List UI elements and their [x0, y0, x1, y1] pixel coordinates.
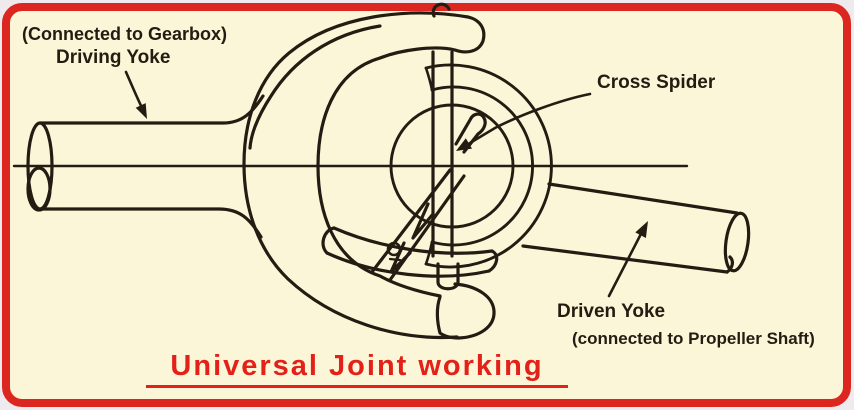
label-driving-yoke: Driving Yoke: [56, 47, 171, 68]
cross-spider-arrow: [456, 92, 592, 151]
driven-yoke-arrow: [607, 221, 648, 298]
driven-yoke: [389, 63, 751, 274]
label-driven-yoke: Driven Yoke: [557, 301, 666, 322]
driving-yoke: [242, 2, 496, 340]
label-connected-to-propeller-shaft: (connected to Propeller Shaft): [572, 329, 815, 348]
figure-title: Universal Joint working: [146, 350, 568, 388]
clamp-strap: [321, 226, 499, 278]
cross-spider: [370, 50, 487, 291]
driving-yoke-arrow: [124, 70, 147, 119]
label-connected-to-gearbox: (Connected to Gearbox): [22, 24, 228, 44]
leader-arrows: [124, 70, 648, 298]
label-cross-spider: Cross Spider: [597, 72, 716, 93]
